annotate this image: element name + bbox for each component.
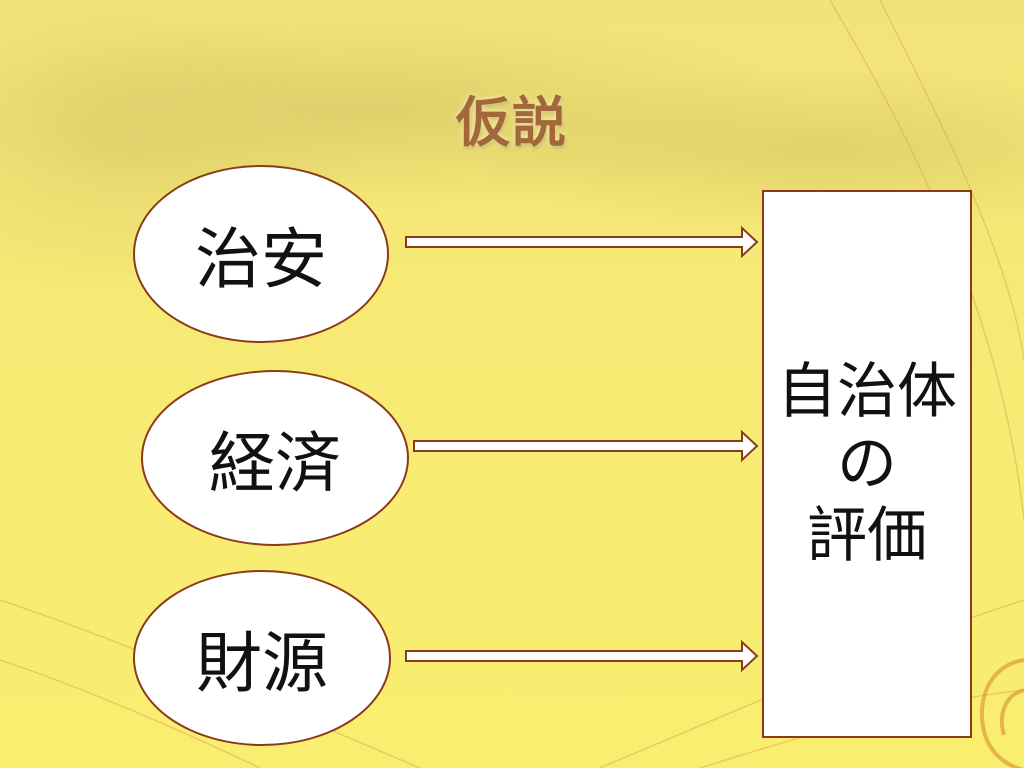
result-line-3: 評価 <box>807 501 927 571</box>
factor-oval-1: 治安 <box>133 165 389 343</box>
factor-oval-3: 財源 <box>133 570 391 746</box>
slide-title: 仮説 <box>456 91 568 154</box>
factor-oval-2: 経済 <box>141 370 409 546</box>
arrow-2 <box>413 429 759 463</box>
result-line-1: 自治体 <box>777 357 957 427</box>
result-line-2: の <box>837 429 897 499</box>
arrow-3 <box>405 639 759 673</box>
result-box: 自治体 の 評価 <box>762 190 972 738</box>
arrow-1 <box>405 225 759 259</box>
